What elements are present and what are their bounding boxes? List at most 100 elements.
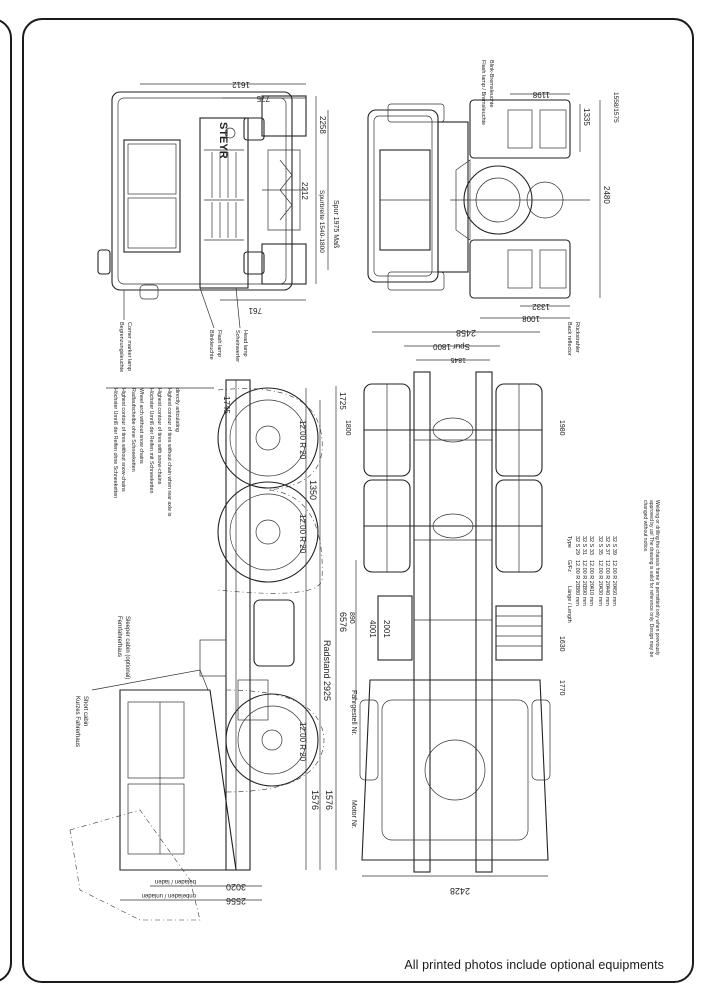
front-label-4: Scheinwerfer bbox=[234, 330, 240, 362]
legend-line-7: directly articulating bbox=[174, 388, 180, 432]
top-view: 2458 Spur 1800 1845 2428 4001 2001 890 1… bbox=[344, 328, 565, 896]
front-label-2: Blinkleuchte bbox=[208, 330, 214, 360]
rear-dim-5: 1008 bbox=[522, 314, 540, 323]
side-label-0: beladen / laden bbox=[155, 878, 196, 884]
legend-line-0: Höchster Umriß der Reifen ohne Schneeket… bbox=[112, 388, 118, 498]
side-dim-3: 3020 bbox=[226, 882, 246, 892]
top-dim-5: 2001 bbox=[382, 620, 391, 638]
front-note-0: Spurbreite 1540-1800 bbox=[318, 190, 325, 253]
table-row: 32 S 37 12.00 R 20 440 mm bbox=[604, 536, 610, 606]
rear-view: 1198 1335 2480 1558/1575 1332 1008 Flash… bbox=[367, 60, 619, 356]
top-dim-6: 2428 bbox=[450, 886, 470, 896]
front-dim-0: 1612 bbox=[232, 80, 250, 89]
front-dim-3: 2212 bbox=[300, 182, 309, 200]
table-row: 32 S 29 12.00 R 20 380 mm bbox=[574, 536, 580, 606]
top-spur: Spur 1800 bbox=[433, 342, 470, 351]
cab-note-1: Short cabin bbox=[82, 696, 88, 726]
side-view: 1350 1576 1576 3020 2556 6576 1725 1745 … bbox=[69, 379, 357, 921]
top-dim-8: 1630 bbox=[558, 636, 565, 652]
table-header-2: Länge / Length bbox=[566, 586, 572, 623]
brand-logo: STEYR bbox=[217, 122, 229, 159]
rear-dim-3: 1558/1575 bbox=[612, 92, 619, 123]
legend-line-1: Highest contour of tires without snow-ch… bbox=[120, 388, 126, 492]
front-label-0: Begrenzungsleuchte bbox=[118, 322, 124, 372]
side-dim-4: 2556 bbox=[226, 896, 246, 906]
svg-text:12.00 R 20: 12.00 R 20 bbox=[574, 560, 580, 587]
legend-line-5: Highest contour of tires with snow-chain… bbox=[156, 388, 162, 485]
svg-text:32 S 39: 32 S 39 bbox=[611, 536, 617, 555]
top-dim-3: 1845 bbox=[450, 356, 466, 363]
rear-label-0: Flash lamp / Bremsleuchte bbox=[480, 60, 486, 125]
cab-note-0: Kurzes Fahrerhaus bbox=[74, 696, 80, 747]
rear-dim-1: 1335 bbox=[582, 108, 591, 126]
svg-text:430 mm: 430 mm bbox=[597, 586, 603, 606]
side-dim-1: 1576 bbox=[310, 790, 320, 810]
top-dim-2: 1980 bbox=[558, 420, 565, 436]
svg-text:12.00 R 20: 12.00 R 20 bbox=[588, 560, 594, 587]
front-note-1: Spur 1975 Maß bbox=[332, 200, 339, 248]
side-label-3: Fahrgestell Nr. bbox=[350, 690, 357, 736]
svg-text:32 S 37: 32 S 37 bbox=[604, 536, 610, 555]
table-header-0: Type bbox=[566, 536, 572, 548]
rear-dim-2: 2480 bbox=[602, 186, 611, 204]
svg-text:32 S 29: 32 S 29 bbox=[574, 536, 580, 555]
rear-label-2: Back reflector bbox=[566, 322, 572, 356]
svg-text:380 mm: 380 mm bbox=[574, 586, 580, 606]
svg-text:12.00 R 20: 12.00 R 20 bbox=[597, 560, 603, 587]
front-dim-2: 2258 bbox=[318, 116, 327, 134]
side-dim-8: 1745 bbox=[222, 396, 231, 414]
top-dim-4: 4001 bbox=[368, 620, 377, 638]
svg-text:32 S 31: 32 S 31 bbox=[581, 536, 587, 555]
rear-dim-0: 1198 bbox=[532, 90, 550, 99]
svg-text:390 mm: 390 mm bbox=[581, 586, 587, 606]
side-dim-6: 6576 bbox=[338, 612, 348, 632]
side-label-2: Motor Nr. bbox=[350, 800, 357, 829]
legend-line-3: Wheel arch without snow chains bbox=[138, 388, 144, 464]
side-label-1: unbeladen / unladen bbox=[142, 892, 196, 898]
cab-note-2: Fernfahrerhaus bbox=[116, 616, 122, 657]
table-row: 32 S 39 12.00 R 20 450 mm bbox=[611, 536, 617, 606]
legend-line-6: Highest contour of tires without chain w… bbox=[166, 388, 172, 517]
svg-text:12.00 R 20: 12.00 R 20 bbox=[604, 560, 610, 587]
drawing-sheet bbox=[22, 18, 694, 983]
front-dim-1: 775 bbox=[256, 94, 270, 103]
side-dim-2: 1576 bbox=[324, 790, 334, 810]
legend-line-4: Höchster Umriß der Reifen mit Schneekett… bbox=[148, 388, 154, 493]
table-row: 32 S 33 12.00 R 20 410 mm bbox=[588, 536, 594, 606]
top-dim-0: 2458 bbox=[456, 328, 476, 338]
side-tyre-2: 12.00 R 20 bbox=[298, 722, 307, 762]
front-label-1: Corner marker lamp bbox=[126, 322, 132, 371]
table-header-1: G/Fz bbox=[566, 560, 572, 572]
svg-text:32 S 35: 32 S 35 bbox=[597, 536, 603, 555]
side-dim-7: 1725 bbox=[338, 392, 347, 410]
rear-label-1: Rückstrahler bbox=[574, 322, 580, 353]
rear-label-3: Blink-Bremsleuchte bbox=[488, 60, 494, 107]
grille-slats bbox=[211, 152, 237, 238]
welding-note: Welding or drilling the chassis frame is… bbox=[642, 500, 660, 658]
side-radstand: Radstand 2925 bbox=[322, 640, 332, 701]
top-dim-1: 1800 bbox=[344, 420, 351, 436]
side-dim-0: 1350 bbox=[308, 480, 318, 500]
svg-text:440 mm: 440 mm bbox=[604, 586, 610, 606]
table-row: 32 S 31 12.00 R 20 390 mm bbox=[581, 536, 587, 606]
svg-text:12.00 R 20: 12.00 R 20 bbox=[581, 560, 587, 587]
type-table: Type G/Fz Länge / Length 32 S 29 12.00 R… bbox=[566, 536, 617, 623]
caption: All printed photos include optional equi… bbox=[404, 958, 664, 972]
front-dim-4: 761 bbox=[248, 306, 262, 315]
side-tyre-0: 12.00 R 20 bbox=[298, 420, 307, 460]
front-label-3: Flash lamp bbox=[216, 330, 222, 357]
side-tyre-1: 12.00 R 20 bbox=[298, 514, 307, 554]
front-label-5: Head lamp bbox=[242, 330, 248, 357]
svg-text:410 mm: 410 mm bbox=[588, 586, 594, 606]
svg-text:450 mm: 450 mm bbox=[611, 586, 617, 606]
top-dim-9: 1770 bbox=[558, 680, 565, 696]
legend-line-2: Radlaufscheibe ohne Schneeketten bbox=[130, 388, 136, 472]
table-row: 32 S 35 12.00 R 20 430 mm bbox=[597, 536, 603, 606]
welding-note-box: Welding or drilling the chassis frame is… bbox=[642, 500, 660, 658]
svg-text:12.00 R 20: 12.00 R 20 bbox=[611, 560, 617, 587]
rear-dim-4: 1332 bbox=[532, 302, 550, 311]
cab-note-3: Sleeper cabin (optional) bbox=[124, 616, 130, 679]
front-view: STEYR 1612 775 2258 2212 761 Spurbreite … bbox=[97, 80, 339, 372]
top-dim-7: 890 bbox=[348, 612, 355, 624]
